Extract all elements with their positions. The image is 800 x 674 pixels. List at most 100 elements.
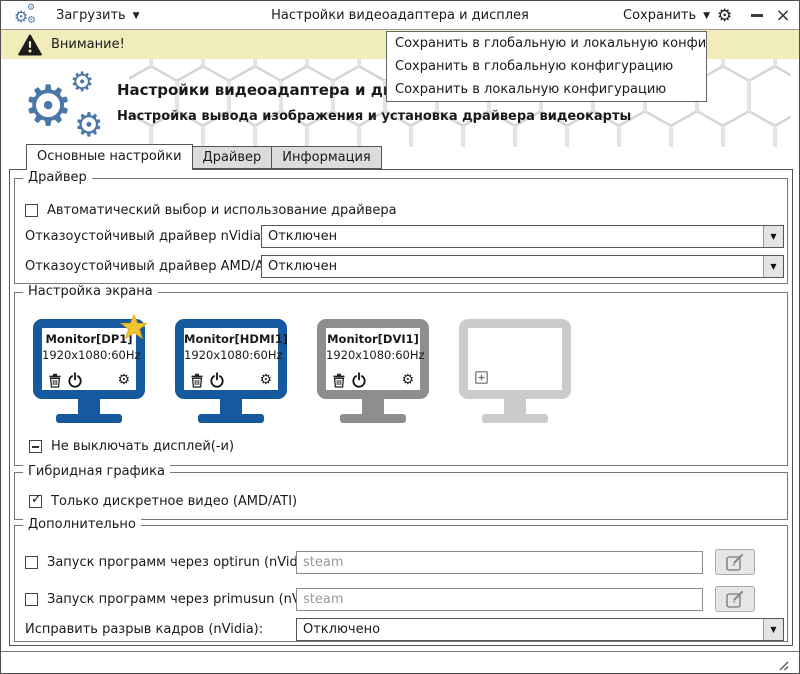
delete-monitor-icon[interactable] xyxy=(190,373,204,388)
window-title: Настройки видеоадаптера и дисплея xyxy=(271,8,529,23)
add-monitor-plus-icon[interactable] xyxy=(475,371,488,384)
monitor-card-dvi1[interactable]: Monitor[DVI1] 1920x1080:60Hz ⚙ xyxy=(317,319,429,423)
primusrun-command-input[interactable] xyxy=(296,588,703,611)
monitor-card-hdmi1[interactable]: Monitor[HDMI1] 1920x1080:60Hz ⚙ xyxy=(175,319,288,423)
monitor-base xyxy=(340,414,406,423)
amd-failsafe-select[interactable]: Отключен ▼ xyxy=(261,255,784,278)
monitor-stand xyxy=(220,399,242,414)
resize-grip-icon[interactable] xyxy=(774,656,790,672)
load-label: Загрузить xyxy=(56,8,126,23)
monitor-name: Monitor[DP1] xyxy=(45,332,133,346)
monitor-base xyxy=(198,414,264,423)
monitor-settings-gear-icon[interactable]: ⚙ xyxy=(117,372,130,388)
status-bar xyxy=(1,651,799,673)
amd-failsafe-label: Отказоустойчивый драйвер AMD/ATI: xyxy=(25,259,280,274)
monitor-settings-gear-icon[interactable]: ⚙ xyxy=(259,372,272,388)
minimize-button[interactable] xyxy=(748,1,766,30)
monitor-stand xyxy=(362,399,384,414)
page-subtitle: Настройка вывода изображения и установка… xyxy=(117,109,632,124)
monitor-mode: 1920x1080:60Hz xyxy=(184,348,283,362)
tab-driver[interactable]: Драйвер xyxy=(192,146,273,169)
primusrun-checkbox[interactable]: Запуск программ через primusun (nVidia): xyxy=(25,592,333,607)
nvidia-failsafe-label: Отказоустойчивый драйвер nVidia: xyxy=(25,229,266,244)
monitor-card-add[interactable] xyxy=(459,319,571,423)
chevron-down-icon: ▼ xyxy=(770,232,777,241)
combo-arrow-button[interactable]: ▼ xyxy=(763,619,783,640)
checkbox-box[interactable]: ✓ xyxy=(29,492,42,508)
delete-monitor-icon[interactable] xyxy=(332,373,346,388)
checkbox-box[interactable] xyxy=(25,593,38,606)
monitor-mode: 1920x1080:60Hz xyxy=(326,348,425,362)
chevron-down-icon: ▼ xyxy=(770,262,777,271)
checkbox-box[interactable] xyxy=(25,204,38,217)
gear-icon: ⚙ xyxy=(27,15,36,26)
close-button[interactable]: × xyxy=(773,1,793,30)
keep-displays-on-checkbox[interactable]: Не выключать дисплей(-и) xyxy=(29,439,234,454)
menu-item-save-global-local[interactable]: Сохранить в глобальную и локальную конфи… xyxy=(395,36,706,51)
save-menu-button[interactable]: Сохранить ▼ xyxy=(623,1,710,30)
load-menu-button[interactable]: Загрузить ▼ xyxy=(56,1,140,30)
monitor-stand xyxy=(504,399,526,414)
edit-pencil-icon xyxy=(725,589,745,609)
chevron-down-icon: ▼ xyxy=(132,10,140,21)
amd-failsafe-value: Отключен xyxy=(268,259,338,274)
menu-item-save-local[interactable]: Сохранить в локальную конфигурацию xyxy=(395,82,667,97)
indeterminate-mark xyxy=(32,446,39,448)
optirun-edit-button[interactable] xyxy=(715,549,755,575)
discrete-only-checkbox[interactable]: ✓ Только дискретное видео (AMD/ATI) xyxy=(29,492,297,509)
tab-main-settings[interactable]: Основные настройки xyxy=(26,144,193,170)
screen-group: Настройка экрана Monitor[DP1] 1920x1080:… xyxy=(14,284,788,466)
header-gears-icon: ⚙ ⚙ ⚙ xyxy=(23,69,113,143)
menu-item-save-global[interactable]: Сохранить в глобальную конфигурацию xyxy=(395,59,674,74)
monitor-name: Monitor[HDMI1] xyxy=(184,332,288,346)
gear-icon: ⚙ xyxy=(74,105,104,144)
primusrun-edit-button[interactable] xyxy=(715,586,755,612)
save-label: Сохранить xyxy=(623,8,697,23)
optirun-command-input[interactable] xyxy=(296,551,703,574)
delete-monitor-icon[interactable] xyxy=(48,373,62,388)
monitor-mode: 1920x1080:60Hz xyxy=(42,348,141,362)
close-icon: × xyxy=(775,5,791,26)
keep-displays-on-label: Не выключать дисплей(-и) xyxy=(51,439,235,454)
extra-group-legend: Дополнительно xyxy=(23,517,141,532)
nvidia-failsafe-select[interactable]: Отключен ▼ xyxy=(261,225,784,248)
tab-panel: Драйвер Автоматический выбор и использов… xyxy=(9,169,793,646)
tear-fix-label: Исправить разрыв кадров (nVidia): xyxy=(25,622,264,637)
combo-arrow-button[interactable]: ▼ xyxy=(763,226,783,247)
auto-driver-checkbox[interactable]: Автоматический выбор и использование дра… xyxy=(25,203,397,218)
warning-text: Внимание! xyxy=(51,37,125,52)
power-monitor-icon[interactable] xyxy=(209,372,225,388)
monitor-base xyxy=(482,414,548,423)
combo-arrow-button[interactable]: ▼ xyxy=(763,256,783,277)
nvidia-failsafe-value: Отключен xyxy=(268,229,338,244)
edit-pencil-icon xyxy=(725,552,745,572)
tear-fix-value: Отключено xyxy=(303,622,381,637)
power-monitor-icon[interactable] xyxy=(67,372,83,388)
monitor-card-dp1[interactable]: Monitor[DP1] 1920x1080:60Hz ⚙ xyxy=(33,319,145,423)
checkbox-box[interactable] xyxy=(29,440,42,453)
optirun-checkbox[interactable]: Запуск программ через optirun (nVidia): xyxy=(25,555,319,570)
driver-group: Драйвер Автоматический выбор и использов… xyxy=(14,170,788,284)
tab-information[interactable]: Информация xyxy=(272,146,382,169)
page-title: Настройки видеоадаптера и дисплея xyxy=(117,81,444,99)
gear-icon: ⚙ xyxy=(70,67,95,98)
chevron-down-icon: ▼ xyxy=(770,625,777,634)
save-dropdown-menu: Сохранить в глобальную и локальную конфи… xyxy=(386,31,707,102)
settings-gear-button[interactable]: ⚙ xyxy=(717,1,732,30)
tear-fix-select[interactable]: Отключено ▼ xyxy=(296,618,784,641)
minimize-icon xyxy=(751,14,763,17)
gear-icon: ⚙ xyxy=(23,74,74,139)
hybrid-group-legend: Гибридная графика xyxy=(23,464,170,479)
toolbar: ⚙ ⚙ ⚙ Настройки видеоадаптера и дисплея … xyxy=(1,1,799,30)
gear-icon: ⚙ xyxy=(27,3,36,13)
power-monitor-icon[interactable] xyxy=(351,372,367,388)
optirun-label: Запуск программ через optirun (nVidia): xyxy=(47,555,319,570)
app-logo-gears-icon: ⚙ ⚙ ⚙ xyxy=(14,3,40,29)
gear-icon: ⚙ xyxy=(14,7,29,26)
tab-bar: Основные настройки Драйвер Информация xyxy=(26,144,382,170)
checkbox-box[interactable] xyxy=(25,556,38,569)
monitor-settings-gear-icon[interactable]: ⚙ xyxy=(401,372,414,388)
chevron-down-icon: ▼ xyxy=(703,10,711,21)
driver-group-legend: Драйвер xyxy=(23,170,92,185)
